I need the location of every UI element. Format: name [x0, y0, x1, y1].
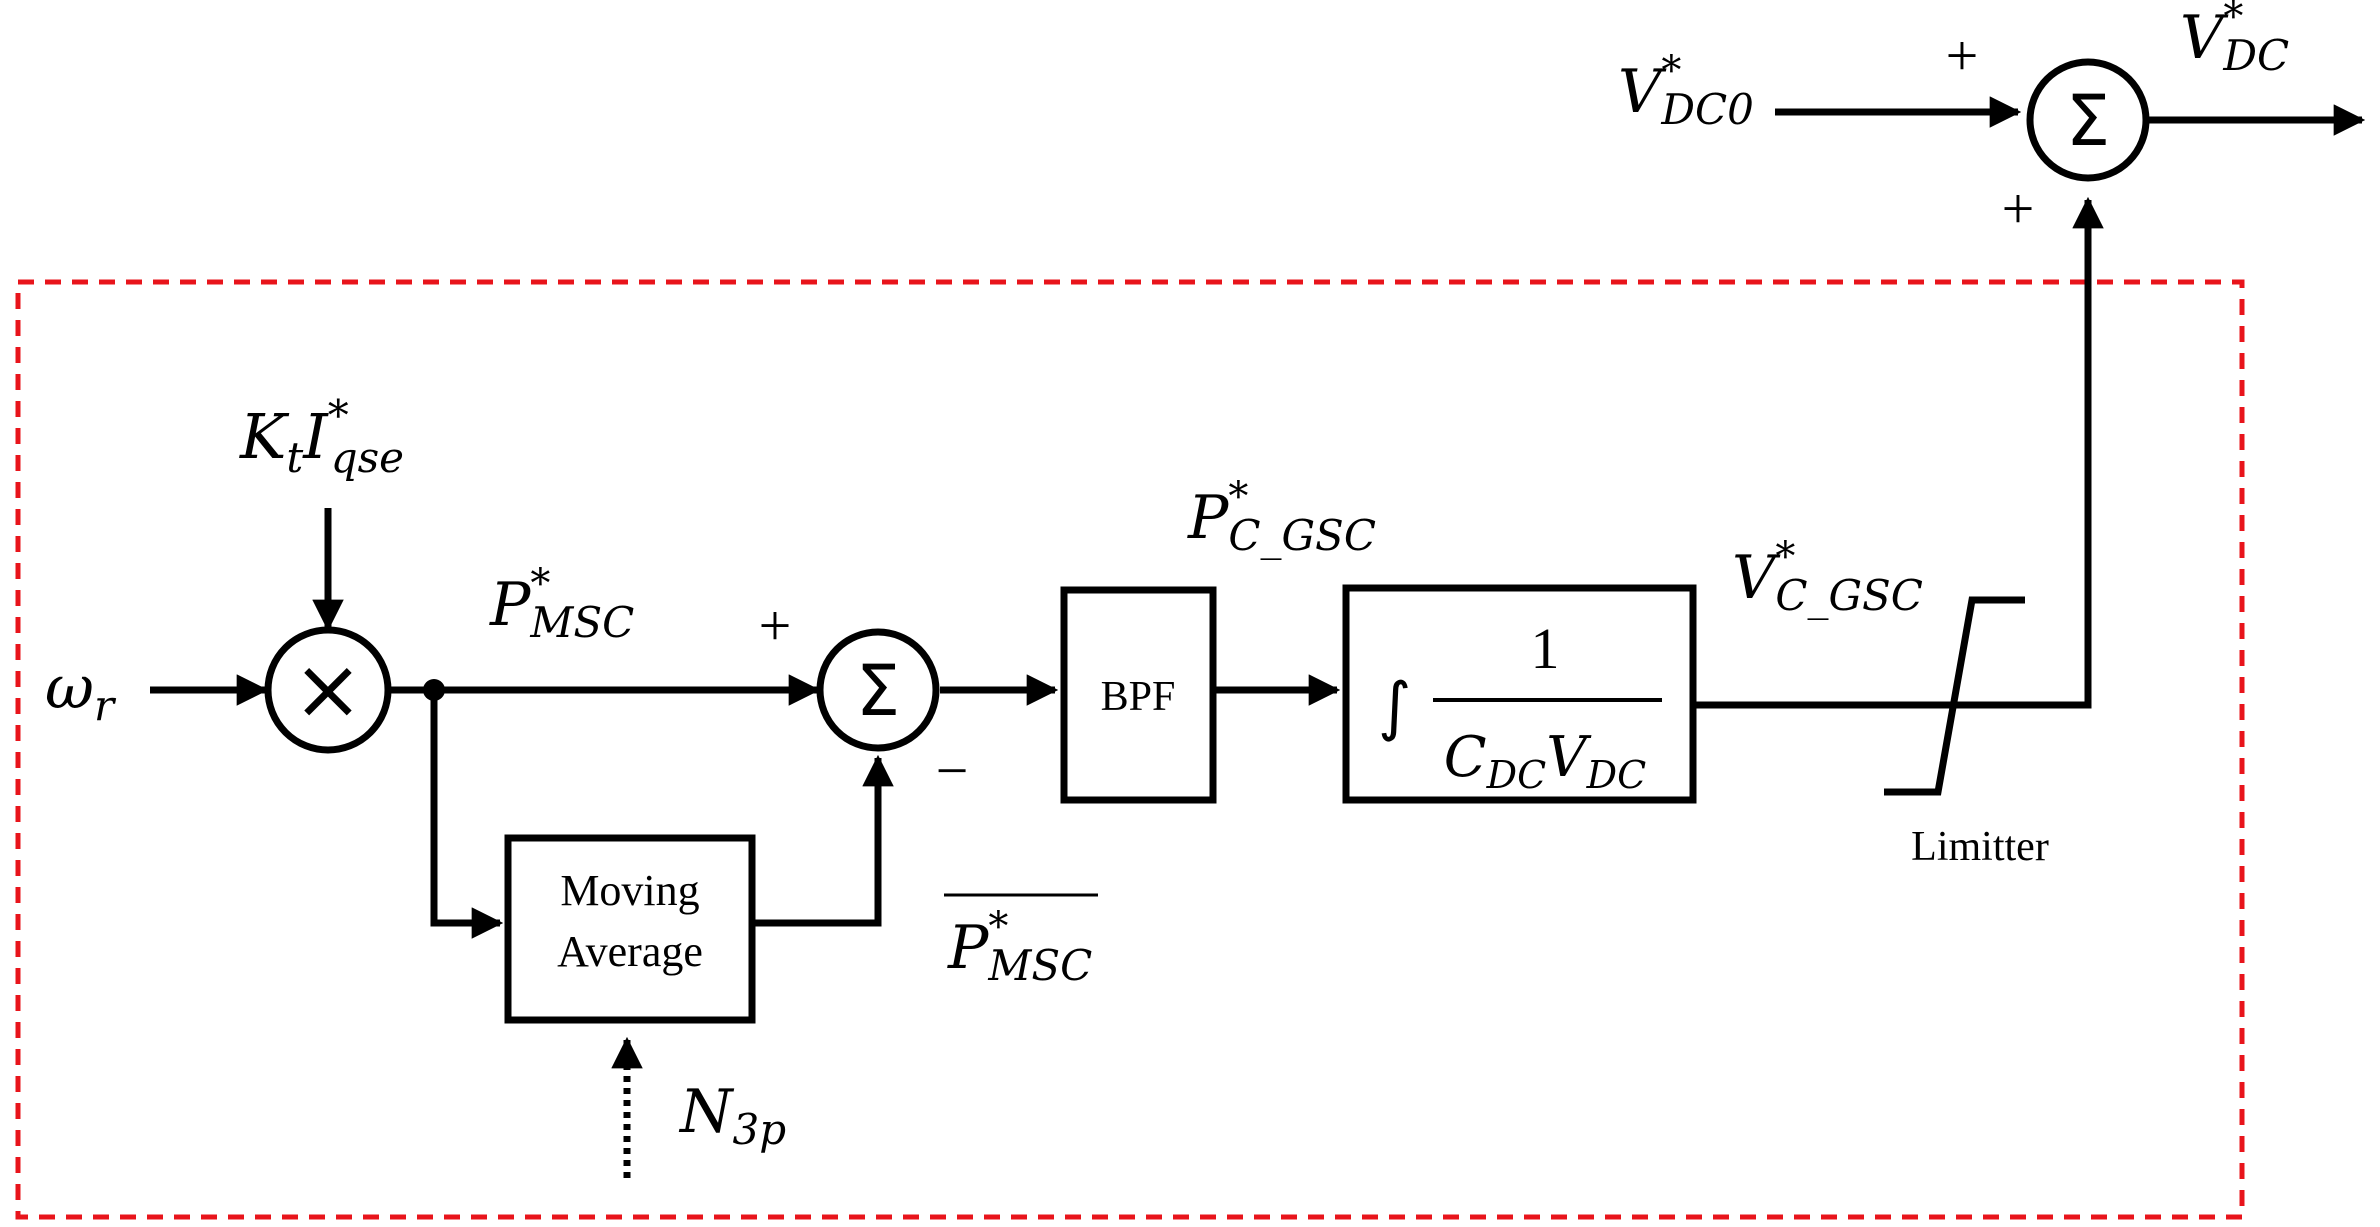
wire-moving-average-to-sum1 — [753, 754, 894, 927]
wire-branch-to-moving-average — [430, 690, 504, 939]
sum2-symbol: Σ — [2066, 80, 2110, 162]
moving-average-block — [504, 834, 756, 1024]
label-p-c-gsc: P*C_GSC — [1187, 474, 1376, 560]
sum2-plus-sign-left: + — [1946, 23, 1979, 88]
integrator-numerator: 1 — [1531, 616, 1560, 681]
label-v-c-gsc: V*C_GSC — [1732, 534, 1923, 620]
sum2-plus-sign-bottom: + — [2002, 176, 2035, 241]
sum1-plus-sign: + — [759, 593, 792, 658]
label-v-dc-output: V*DC — [2180, 0, 2289, 80]
label-omega-r: ωr — [45, 653, 117, 730]
multiplier-symbol: × — [293, 640, 363, 738]
wire-integrator-to-sum2 — [1693, 196, 2104, 709]
integral-symbol: ∫ — [1378, 670, 1411, 744]
limiter-label: Limitter — [1911, 824, 2049, 870]
sum1-block — [816, 628, 940, 752]
integrator-denominator: CDCVDC — [1444, 725, 1646, 797]
limiter-block — [1884, 596, 2025, 796]
label-vdc0: V*DC0 — [1618, 48, 1754, 134]
dashed-boundary — [15, 279, 2245, 1220]
label-p-msc: P*MSC — [489, 561, 634, 647]
moving-average-label-line2: Average — [557, 927, 703, 976]
bpf-label: BPF — [1101, 674, 1176, 720]
moving-average-label-line1: Moving — [560, 866, 699, 915]
label-p-msc-average: P*MSC — [947, 904, 1092, 990]
sum1-symbol: Σ — [856, 650, 900, 732]
sum1-minus-sign: − — [936, 738, 969, 803]
label-n3p: N3p — [678, 1077, 786, 1154]
sum2-block — [2026, 58, 2150, 182]
bpf-block — [1060, 586, 1217, 804]
label-kt-iqse: KtI*qse — [239, 391, 404, 482]
multiplier-block — [264, 626, 392, 754]
integrator-block — [1342, 584, 1697, 804]
